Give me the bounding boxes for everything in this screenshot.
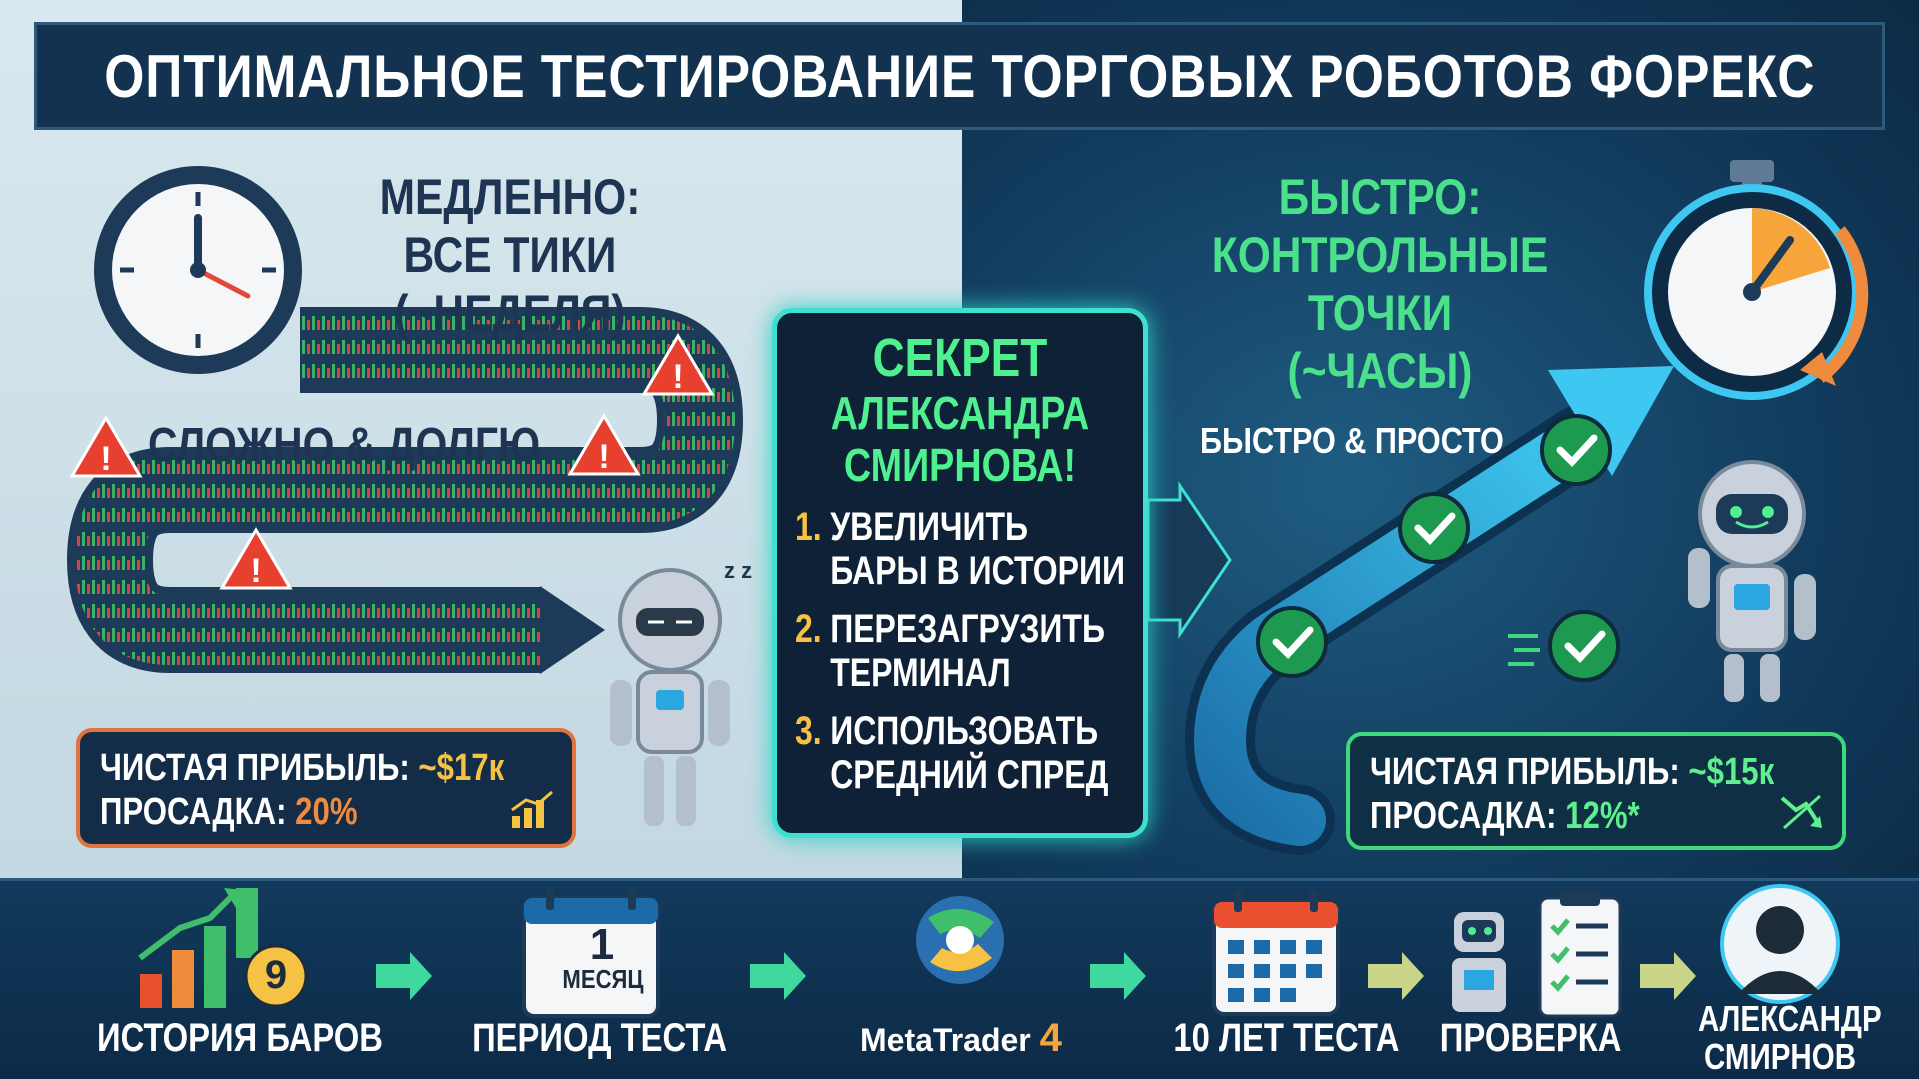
slow-heading: МЕДЛЕННО: ВСЕ ТИКИ (~НЕДЕЛЯ) [349, 168, 672, 342]
slow-heading-line3: (~НЕДЕЛЯ) [394, 285, 626, 341]
trend-down-icon [1780, 794, 1822, 830]
step-text-line2: СРЕДНИЙ СПРЕД [830, 753, 1109, 797]
calendar-icon [1212, 890, 1340, 1016]
platform-label: MetaTrader 4 [860, 1016, 1062, 1061]
fast-heading-line2: КОНТРОЛЬНЫЕ ТОЧКИ [1211, 227, 1549, 341]
warning-icon: ! [567, 413, 641, 476]
slow-drawdown-label: ПРОСАДКА: [100, 791, 287, 833]
warning-icon: ! [219, 527, 293, 590]
slow-path-label: СЛОЖНО & ДОЛГЮ [148, 419, 541, 472]
platform-version: 4 [1039, 1016, 1062, 1060]
fast-drawdown-label: ПРОСАДКА: [1370, 795, 1557, 837]
period-label: ПЕРИОД ТЕСТА [472, 1016, 728, 1060]
check-icon [1508, 610, 1620, 682]
secret-step: 3. ИСПОЛЬЗОВАТЬ СРЕДНИЙ СПРЕД [795, 709, 1131, 797]
step-number: 1. [795, 505, 822, 549]
avatar-icon [1720, 884, 1840, 1004]
slow-drawdown-row: ПРОСАДКА: 20% [100, 790, 471, 834]
slow-winding-path [67, 307, 743, 674]
fast-drawdown-row: ПРОСАДКА: 12%* [1370, 794, 1741, 838]
svg-text:!: ! [598, 438, 609, 476]
slow-heading-line1: МЕДЛЕННО: [379, 169, 641, 225]
warning-icon: ! [641, 333, 715, 396]
svg-text:!: ! [100, 440, 111, 478]
arrow-right-icon [1090, 952, 1146, 1000]
check-icon [1256, 606, 1328, 678]
author-line1: АЛЕКСАНДР [1698, 998, 1882, 1039]
arrow-right-icon [1368, 952, 1424, 1000]
platform-name: MetaTrader [860, 1022, 1031, 1058]
fast-path-label: БЫСТРО & ПРОСТО [1200, 420, 1504, 461]
stopwatch-icon [1644, 160, 1869, 400]
slow-stats-box: ЧИСТАЯ ПРИБЫЛЬ: ~$17к ПРОСАДКА: 20% [76, 728, 576, 848]
slow-profit-label: ЧИСТАЯ ПРИБЫЛЬ: [100, 747, 410, 789]
fast-heading-line1: БЫСТРО: [1278, 169, 1482, 225]
calendar-number: 1 [589, 920, 615, 969]
svg-text:z z: z z [724, 558, 752, 583]
svg-text:!: ! [250, 552, 261, 590]
arrow-right-icon [376, 952, 432, 1000]
fast-rising-arrow [1184, 366, 1674, 855]
fast-profit-row: ЧИСТАЯ ПРИБЫЛЬ: ~$15к [1370, 750, 1774, 794]
check-icon [1398, 492, 1470, 564]
warning-icon: ! [69, 415, 143, 478]
robot-tired-icon: z z [610, 558, 752, 826]
fast-profit-label: ЧИСТАЯ ПРИБЫЛЬ: [1370, 751, 1680, 793]
secret-title-line3: СМИРНОВА! [843, 439, 1077, 491]
arrow-right-icon [1146, 481, 1232, 639]
step-number: 3. [795, 709, 822, 753]
checklist-icon [1452, 890, 1622, 1018]
author-line2: СМИРНОВ [1703, 1036, 1857, 1077]
calendar-icon [522, 888, 660, 1018]
fast-heading: БЫСТРО: КОНТРОЛЬНЫЕ ТОЧКИ (~ЧАСЫ) [1159, 168, 1601, 400]
bottom-icons-layer [138, 884, 1840, 1018]
slow-heading-line2: ВСЕ ТИКИ [403, 227, 617, 283]
metatrader-icon [916, 896, 1004, 984]
fast-heading-line3: (~ЧАСЫ) [1287, 343, 1473, 399]
step-text-line1: ПЕРЕЗАГРУЗИТЬ [830, 607, 1105, 651]
secret-box: СЕКРЕТ АЛЕКСАНДРА СМИРНОВА! 1. УВЕЛИЧИТЬ… [772, 308, 1148, 838]
secret-step: 2. ПЕРЕЗАГРУЗИТЬ ТЕРМИНАЛ [795, 607, 1131, 695]
check-icon [1540, 414, 1612, 486]
slow-drawdown-value: 20% [295, 791, 358, 833]
fast-profit-value: ~$15к [1688, 751, 1775, 793]
fast-stats-box: ЧИСТАЯ ПРИБЫЛЬ: ~$15к ПРОСАДКА: 12%* [1346, 732, 1846, 850]
step-text: УВЕЛИЧИТЬ БАРЫ В ИСТОРИИ [830, 505, 1125, 593]
bar-chart-icon [138, 888, 308, 1008]
slow-profit-row: ЧИСТАЯ ПРИБЫЛЬ: ~$17к [100, 746, 504, 790]
secret-step: 1. УВЕЛИЧИТЬ БАРЫ В ИСТОРИИ [795, 505, 1131, 593]
calendar-month: МЕСЯЦ [562, 964, 644, 994]
history-badge: 9 [264, 953, 288, 997]
arrow-right-icon [1640, 952, 1696, 1000]
svg-text:!: ! [672, 358, 683, 396]
check-label: ПРОВЕРКА [1439, 1016, 1622, 1060]
step-text-line1: УВЕЛИЧИТЬ [830, 505, 1029, 549]
step-text: ПЕРЕЗАГРУЗИТЬ ТЕРМИНАЛ [830, 607, 1105, 695]
page-title: ОПТИМАЛЬНОЕ ТЕСТИРОВАНИЕ ТОРГОВЫХ РОБОТО… [103, 42, 1816, 110]
history-label: ИСТОРИЯ БАРОВ [97, 1016, 383, 1060]
step-text: ИСПОЛЬЗОВАТЬ СРЕДНИЙ СПРЕД [830, 709, 1108, 797]
title-banner: ОПТИМАЛЬНОЕ ТЕСТИРОВАНИЕ ТОРГОВЫХ РОБОТО… [34, 22, 1885, 130]
step-text-line1: ИСПОЛЬЗОВАТЬ [830, 709, 1099, 753]
bar-chart-icon [511, 790, 553, 828]
years-label: 10 ЛЕТ ТЕСТА [1173, 1016, 1400, 1060]
slow-profit-value: ~$17к [418, 747, 505, 789]
step-text-line2: ТЕРМИНАЛ [830, 651, 1011, 695]
author-name: АЛЕКСАНДР СМИРНОВ [1698, 998, 1882, 1077]
clock-icon [94, 166, 302, 374]
secret-title-line2: АЛЕКСАНДРА [830, 387, 1090, 439]
arrow-right-icon [750, 952, 806, 1000]
step-number: 2. [795, 607, 822, 651]
step-text-line2: БАРЫ В ИСТОРИИ [830, 549, 1125, 593]
secret-title: СЕКРЕТ [872, 328, 1048, 388]
illustration-layer: ! ! ! ! z z [67, 160, 1869, 855]
fast-drawdown-value: 12%* [1565, 795, 1640, 837]
robot-happy-icon [1688, 460, 1816, 702]
